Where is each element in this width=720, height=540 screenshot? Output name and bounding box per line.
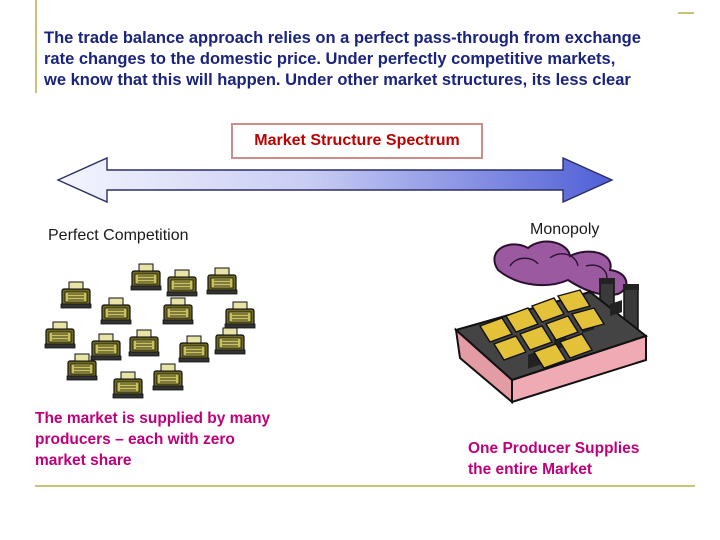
factory-roof-panels xyxy=(478,289,606,369)
left-vertical-rule xyxy=(35,0,37,93)
perfect-competition-label: Perfect Competition xyxy=(48,227,189,244)
cash-register-icon xyxy=(90,333,122,361)
left-description-line-2: producers – each with zero xyxy=(35,431,235,448)
cash-register-icon xyxy=(206,267,238,295)
slide-heading: The trade balance approach relies on a p… xyxy=(44,28,704,91)
cash-register-icon xyxy=(162,297,194,325)
producers-illustration xyxy=(44,263,256,399)
cash-register-icon xyxy=(166,269,198,297)
cash-register-icon xyxy=(128,329,160,357)
heading-line-1: The trade balance approach relies on a p… xyxy=(44,29,641,47)
cash-register-icon xyxy=(224,301,256,329)
cash-register-icon xyxy=(60,281,92,309)
spectrum-title: Market Structure Spectrum xyxy=(254,132,460,149)
cash-register-icon xyxy=(152,363,184,391)
cash-register-icon xyxy=(130,263,162,291)
double-headed-arrow xyxy=(56,156,614,204)
factory-illustration xyxy=(453,240,649,405)
right-description-line-2: the entire Market xyxy=(468,461,593,478)
cash-register-icon xyxy=(112,371,144,399)
left-description-line-1: The market is supplied by many xyxy=(35,410,271,427)
monopoly-label: Monopoly xyxy=(530,221,600,238)
heading-line-3: we know that this will happen. Under oth… xyxy=(44,71,631,89)
spectrum-arrow xyxy=(56,156,614,204)
perfect-competition-description: The market is supplied by many producers… xyxy=(35,408,325,471)
cash-register-icon xyxy=(44,321,76,349)
right-description-line-1: One Producer Supplies xyxy=(468,440,640,457)
cash-register-icon xyxy=(214,327,246,355)
bottom-rule xyxy=(35,485,695,487)
cash-register-icon xyxy=(100,297,132,325)
heading-line-2: rate changes to the domestic price. Unde… xyxy=(44,50,616,68)
monopoly-description: One Producer Supplies the entire Market xyxy=(468,438,708,480)
cash-register-icon xyxy=(178,335,210,363)
top-right-rule xyxy=(678,12,694,14)
spectrum-title-box: Market Structure Spectrum xyxy=(231,123,483,159)
left-description-line-3: market share xyxy=(35,452,132,469)
